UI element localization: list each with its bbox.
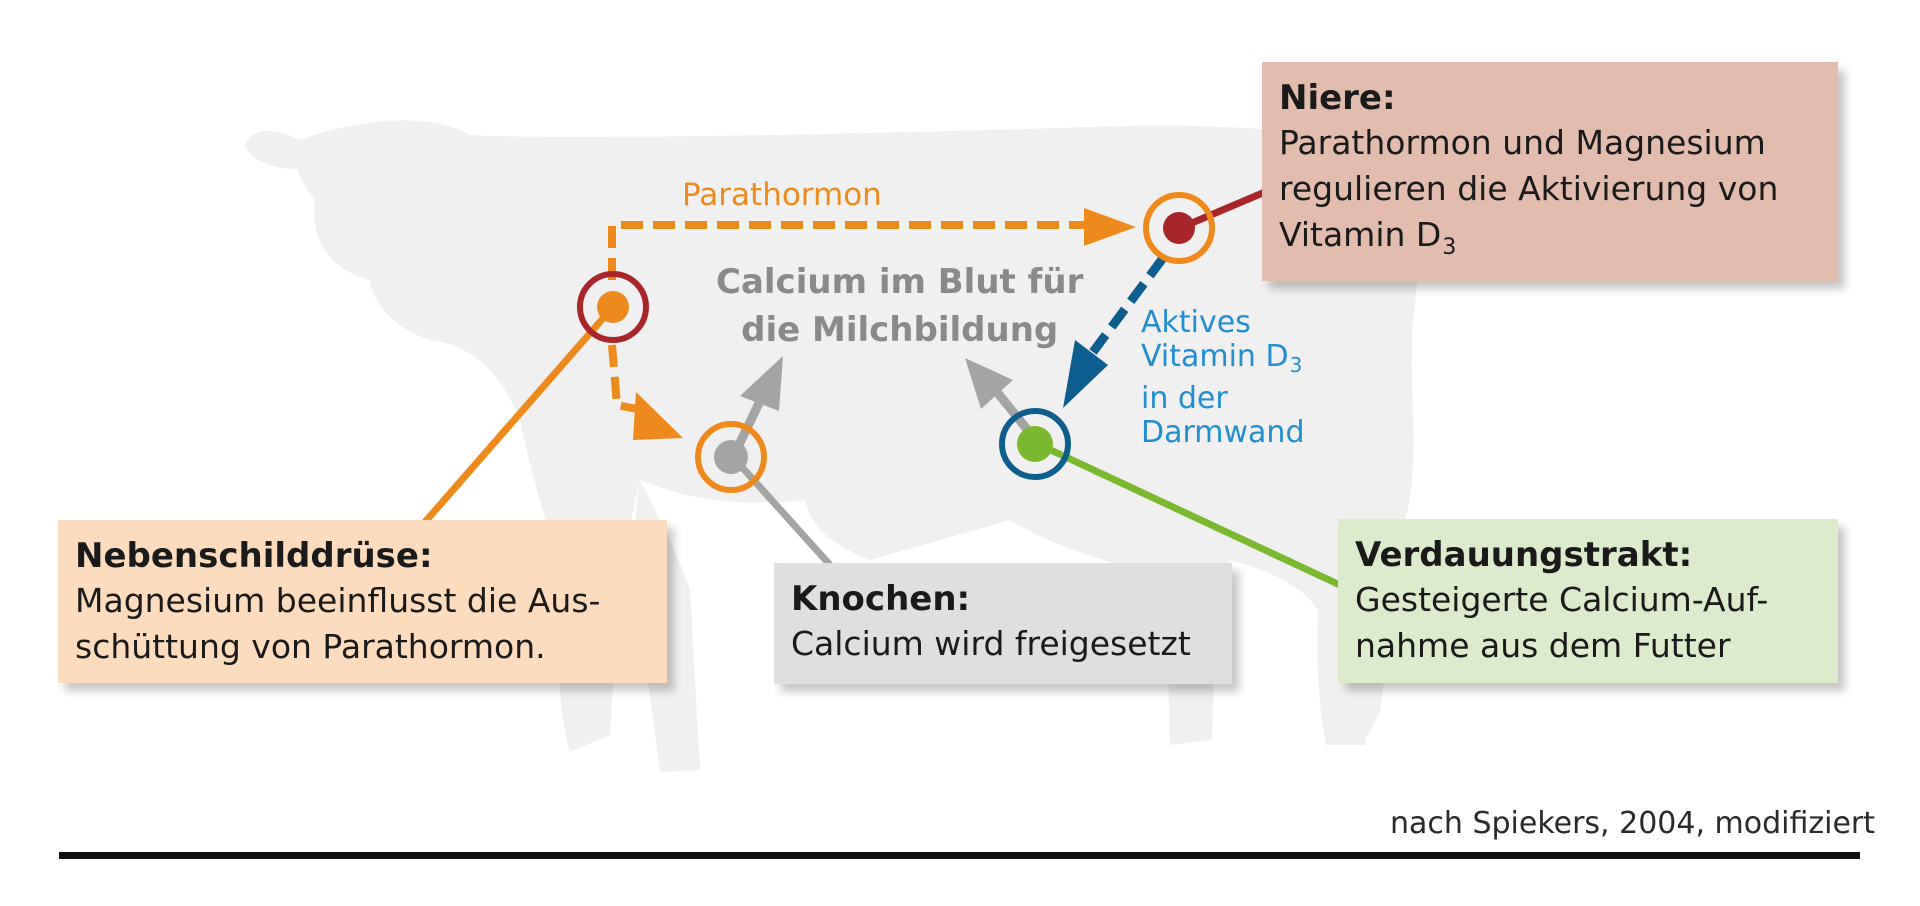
vitamin-d-dashed-line xyxy=(1089,255,1167,355)
aktives-line1: Aktives xyxy=(1141,305,1251,340)
niere-line3-subscript: 3 xyxy=(1442,235,1457,260)
parathormon-dashed-line xyxy=(608,221,1092,280)
niere-line2: regulieren die Aktivierung von xyxy=(1279,169,1779,208)
nebenschilddruese-title: Nebenschilddrüse: xyxy=(75,536,433,576)
verdauungstrakt-line1: Gesteigerte Calcium-Auf- xyxy=(1355,580,1769,619)
marker-nebenschilddruese xyxy=(577,271,649,343)
calcium-arrow-gut-head xyxy=(965,358,1013,409)
source-citation: nach Spiekers, 2004, modifiziert xyxy=(1390,806,1876,841)
calcium-arrow-bone-head xyxy=(740,356,783,411)
aktives-line3: in der xyxy=(1141,381,1228,416)
calcium-label-line1: Calcium im Blut für xyxy=(716,262,1084,302)
niere-line3-text: Vitamin D xyxy=(1279,215,1442,254)
knochen-box: Knochen: Calcium wird freigesetzt xyxy=(774,563,1232,684)
verdauungstrakt-box: Verdauungstrakt: Gesteigerte Calcium-Auf… xyxy=(1338,519,1838,683)
knochen-line1: Calcium wird freigesetzt xyxy=(791,624,1191,663)
knochen-title: Knochen: xyxy=(791,579,971,619)
calcium-blood-label: Calcium im Blut für die Milchbildung xyxy=(716,258,1083,354)
niere-line3: Vitamin D3 xyxy=(1279,212,1820,271)
connector-nebenschilddruese xyxy=(422,305,615,525)
niere-title: Niere: xyxy=(1279,78,1396,118)
niere-box: Niere: Parathormon und Magnesium regulie… xyxy=(1262,62,1838,281)
bottom-rule xyxy=(59,852,1860,859)
parathormon-label: Parathormon xyxy=(682,177,882,213)
connector-niere xyxy=(1178,188,1267,232)
verdauungstrakt-title: Verdauungstrakt: xyxy=(1355,535,1693,575)
parathormon-arrowhead-kidney xyxy=(1084,208,1136,246)
cow-ear xyxy=(245,130,310,169)
aktives-line4: Darmwand xyxy=(1141,415,1305,450)
marker-verdauungstrakt xyxy=(999,408,1071,480)
vitamin-d-arrowhead xyxy=(1063,340,1108,408)
parathormon-arrowhead-bone xyxy=(633,392,683,440)
aktives-line2-subscript: 3 xyxy=(1289,353,1303,377)
nebenschilddruese-line1: Magnesium beeinflusst die Aus- xyxy=(75,581,601,620)
aktives-line2: Vitamin D3 xyxy=(1141,340,1305,382)
calcium-arrow-gut-shaft xyxy=(993,389,1034,436)
marker-knochen xyxy=(695,421,767,493)
connector-knochen xyxy=(729,453,833,568)
connector-verdauungstrakt xyxy=(1038,441,1342,589)
active-vitamin-d-label: Aktives Vitamin D3 in der Darmwand xyxy=(1141,306,1305,450)
verdauungstrakt-line2: nahme aus dem Futter xyxy=(1355,626,1731,665)
marker-niere xyxy=(1143,192,1215,264)
aktives-line2-text: Vitamin D xyxy=(1141,339,1289,374)
nebenschilddruese-box: Nebenschilddrüse: Magnesium beeinflusst … xyxy=(58,520,667,683)
niere-line1: Parathormon und Magnesium xyxy=(1279,123,1766,162)
calcium-label-line2: die Milchbildung xyxy=(741,310,1059,350)
nebenschilddruese-line2: schüttung von Parathormon. xyxy=(75,627,546,666)
